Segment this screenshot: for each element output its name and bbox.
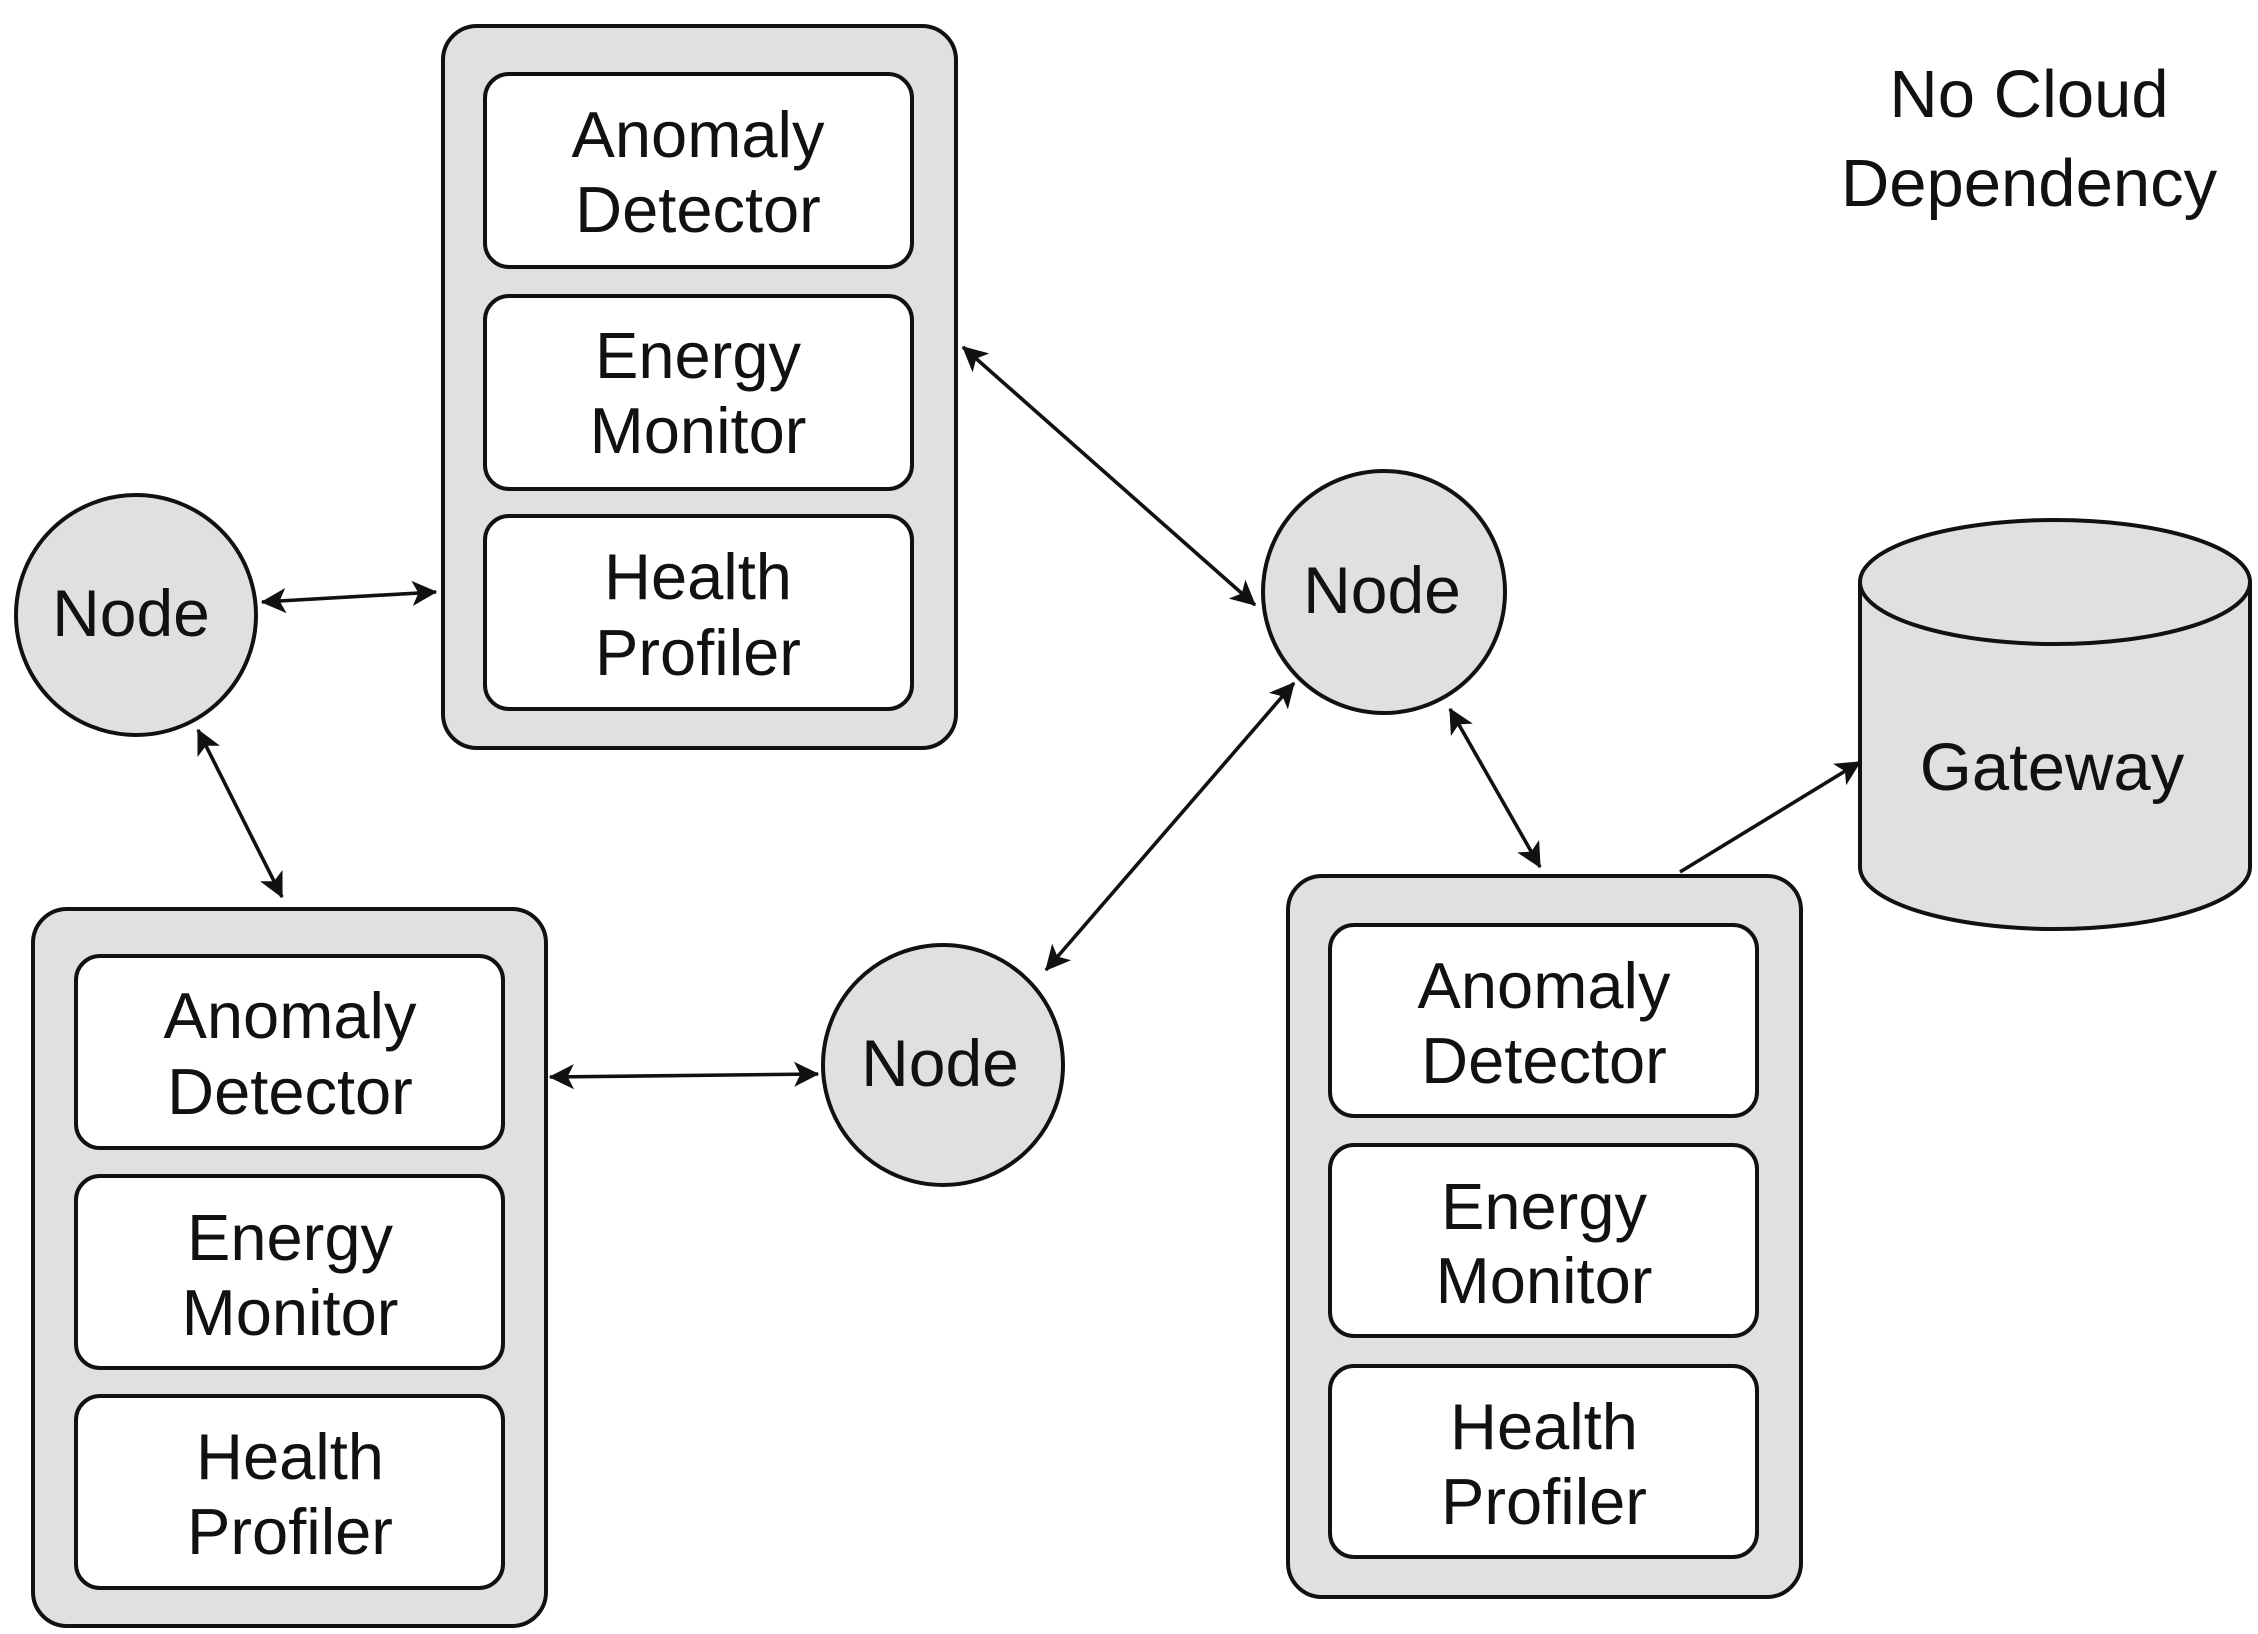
- node-left: Node: [14, 493, 258, 737]
- connections: [196, 345, 1862, 1090]
- energy-monitor-module: Energy Monitor: [483, 294, 914, 491]
- health-profiler-module: Health Profiler: [1328, 1364, 1759, 1559]
- note-line-2: Dependency: [1841, 146, 2218, 221]
- energy-monitor-module: Energy Monitor: [74, 1174, 505, 1370]
- module-label-line-2: Detector: [575, 173, 821, 246]
- gateway-label: Gateway: [1920, 730, 2185, 805]
- node-right: Node: [1261, 469, 1507, 715]
- module-label-line-1: Energy: [1441, 1170, 1647, 1243]
- anomaly-detector-module: Anomaly Detector: [1328, 923, 1759, 1118]
- module-label-line-1: Health: [1450, 1390, 1638, 1463]
- note-line-1: No Cloud: [1889, 57, 2168, 132]
- module-label-line-2: Detector: [1421, 1024, 1667, 1097]
- health-profiler-module: Health Profiler: [74, 1394, 505, 1590]
- edge-stack-bottom-right-to-gateway: [1679, 760, 1862, 874]
- node-label: Node: [1303, 553, 1461, 627]
- module-label-line-2: Detector: [167, 1055, 413, 1128]
- module-label-line-1: Health: [604, 540, 792, 613]
- edge-node-right-to-stack-bottom-right: [1448, 707, 1542, 869]
- module-label-line-1: Energy: [187, 1201, 393, 1274]
- module-label-line-2: Profiler: [1441, 1465, 1647, 1538]
- edge-stack-top-to-node-right: [961, 345, 1257, 607]
- module-label-line-2: Monitor: [1436, 1244, 1653, 1317]
- module-label-line-1: Anomaly: [572, 98, 825, 171]
- module-label-line-2: Profiler: [187, 1495, 393, 1568]
- edge-node-right-to-node-center: [1044, 681, 1296, 972]
- node-label: Node: [52, 576, 210, 650]
- module-label-line-1: Anomaly: [1418, 949, 1671, 1022]
- no-cloud-dependency-note: No Cloud Dependency: [1841, 57, 2218, 221]
- module-label-line-2: Monitor: [590, 394, 807, 467]
- module-label-line-1: Health: [196, 1420, 384, 1493]
- gateway-cylinder-top: [1858, 518, 2252, 646]
- module-label-line-1: Energy: [595, 319, 801, 392]
- edge-stack-bottom-left-to-node-center: [548, 1061, 820, 1090]
- module-label-line-1: Anomaly: [164, 979, 417, 1052]
- gateway-database: Gateway: [1858, 518, 2252, 931]
- edge-node-left-to-stack-bottom-left: [196, 728, 284, 899]
- anomaly-detector-module: Anomaly Detector: [483, 72, 914, 269]
- gateway-cylinder-body: [1858, 582, 2252, 931]
- node-center: Node: [821, 943, 1065, 1187]
- module-label-line-2: Monitor: [182, 1276, 399, 1349]
- stack-bottom-right: Anomaly Detector Energy Monitor Health P…: [1286, 874, 1803, 1599]
- anomaly-detector-module: Anomaly Detector: [74, 954, 505, 1150]
- edge-node-left-to-stack-top: [260, 580, 438, 614]
- node-label: Node: [861, 1026, 1019, 1100]
- energy-monitor-module: Energy Monitor: [1328, 1143, 1759, 1338]
- stack-bottom-left: Anomaly Detector Energy Monitor Health P…: [31, 907, 548, 1628]
- health-profiler-module: Health Profiler: [483, 514, 914, 711]
- module-label-line-2: Profiler: [595, 616, 801, 689]
- stack-top: Anomaly Detector Energy Monitor Health P…: [441, 24, 958, 750]
